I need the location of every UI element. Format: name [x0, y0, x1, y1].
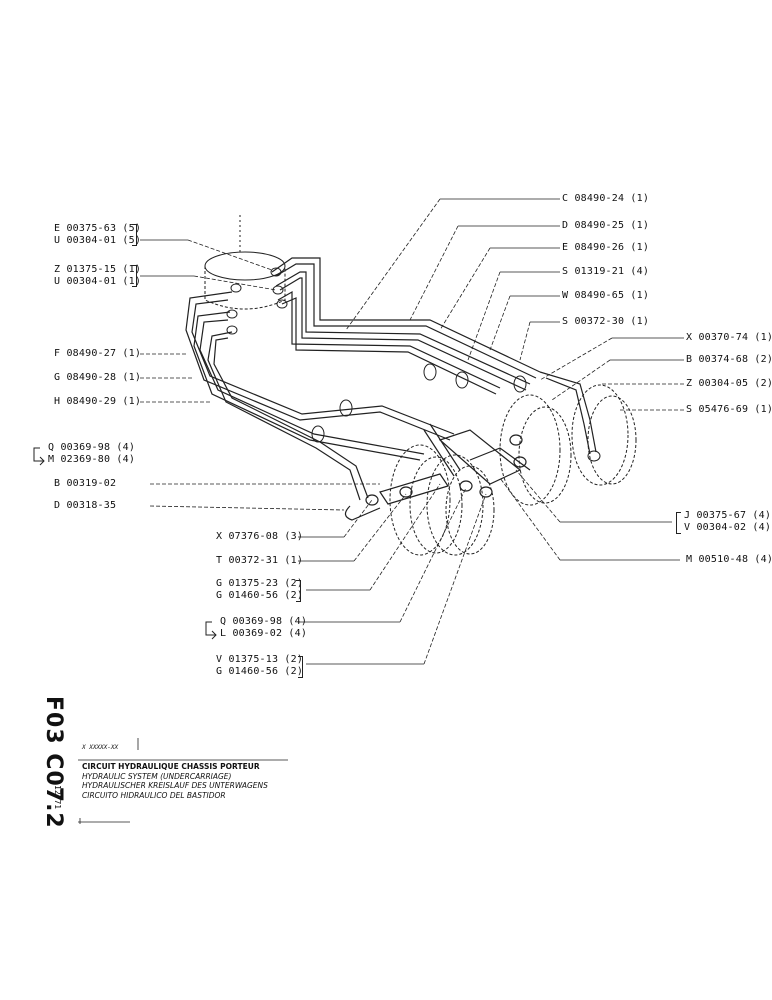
part-label: F 08490-27 (1): [54, 348, 142, 359]
part-label: H 08490-29 (1): [54, 396, 142, 407]
part-pair: V 01375-13 (2) G 01460-56 (2): [216, 654, 303, 678]
part-label: D 08490-25 (1): [562, 220, 650, 231]
part-label: V 01375-13 (2): [216, 654, 304, 665]
part-label: Q 00369-98 (4): [220, 616, 308, 627]
part-pair: Q 00369-98 (4) M 02369-80 (4): [48, 442, 135, 466]
drawing-date: 12-71: [53, 785, 62, 810]
part-label: Z 01375-15 (1): [54, 264, 142, 275]
wheel-drums: [389, 384, 637, 556]
hose-bundle-top: [271, 257, 541, 395]
part-label: Z 00304-05 (2): [686, 378, 772, 389]
part-label: M 00510-48 (4): [686, 554, 772, 565]
title-line-fr: CIRCUIT HYDRAULIQUE CHASSIS PORTEUR: [82, 762, 260, 771]
title-line-es: CIRCUITO HIDRAULICO DEL BASTIDOR: [82, 790, 226, 800]
tank-top: [204, 251, 286, 281]
part-label: U 00304-01 (5): [54, 235, 142, 246]
part-label: E 08490-26 (1): [562, 242, 650, 253]
part-pair: E 00375-63 (5) U 00304-01 (5): [54, 223, 141, 247]
part-label: G 01460-56 (2): [216, 590, 304, 601]
part-label: L 00369-02 (4): [220, 628, 308, 639]
part-label: G 08490-28 (1): [54, 372, 142, 383]
part-label: J 00375-67 (4): [684, 510, 772, 521]
title-line-de: HYDRAULISCHER KREISLAUF DES UNTERWAGENS: [82, 781, 268, 790]
part-label: X 07376-08 (3): [216, 531, 304, 542]
part-label: Q 00369-98 (4): [48, 442, 136, 453]
part-label: S 05476-69 (1): [686, 404, 772, 415]
part-label: E 00375-63 (5): [54, 223, 142, 234]
distributor: [344, 423, 531, 521]
part-label: T 00372-31 (1): [216, 555, 304, 566]
hose-bundle-left: [185, 291, 455, 501]
part-label: G 01460-56 (2): [216, 666, 304, 677]
part-label: D 00318-35: [54, 500, 117, 511]
part-label: M 02369-80 (4): [48, 454, 136, 465]
part-label: W 08490-65 (1): [562, 290, 650, 301]
part-pair: Q 00369-98 (4) L 00369-02 (4): [220, 616, 307, 640]
title-block: CIRCUIT HYDRAULIQUE CHASSIS PORTEUR HYDR…: [82, 740, 292, 800]
part-label: G 01375-23 (2): [216, 578, 304, 589]
part-label: U 00304-01 (1): [54, 276, 142, 287]
part-pair: G 01375-23 (2) G 01460-56 (2): [216, 578, 303, 602]
title-line-en: HYDRAULIC SYSTEM (UNDERCARRIAGE): [82, 771, 232, 781]
title-ref: X XXXXX-XX: [82, 744, 119, 751]
part-label: V 00304-02 (4): [684, 522, 772, 533]
hose-fittings: [226, 267, 527, 443]
leader-lines: [140, 198, 684, 665]
part-label: X 00370-74 (1): [686, 332, 772, 343]
part-label: S 00372-30 (1): [562, 316, 650, 327]
part-pair: J 00375-67 (4) V 00304-02 (4): [684, 510, 771, 534]
arrow-brackets: [33, 447, 217, 640]
part-label: B 00374-68 (2): [686, 354, 772, 365]
part-pair: Z 01375-15 (1) U 00304-01 (1): [54, 264, 141, 288]
part-label: B 00319-02: [54, 478, 117, 489]
part-label: S 01319-21 (4): [562, 266, 650, 277]
part-label: C 08490-24 (1): [562, 193, 650, 204]
